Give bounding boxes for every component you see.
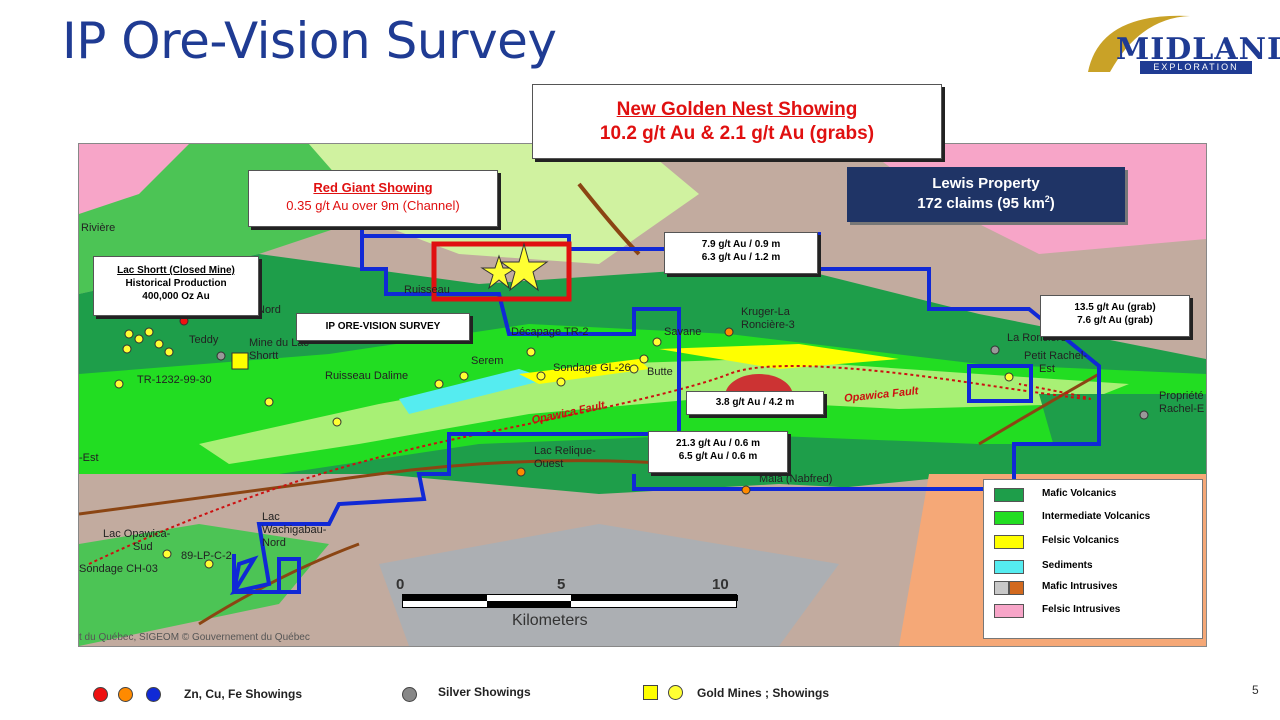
gold-showing-icon [668, 685, 683, 700]
label-ruisseau-dalime: Ruisseau Dalime [325, 370, 409, 382]
scale-tick-0: 0 [396, 576, 405, 593]
legend-swatch [994, 604, 1024, 618]
label-lac-relique: Lac Relique- [534, 445, 596, 457]
golden-nest-title: New Golden Nest Showing [616, 99, 858, 120]
blue-showing-icon [146, 687, 161, 702]
label-mala: Mala (Nabfred) [759, 473, 833, 485]
legend-swatch [994, 511, 1024, 525]
callout-lac-shortt: Lac Shortt (Closed Mine) Historical Prod… [93, 256, 259, 316]
midland-logo: MIDLAND EXPLORATION [1080, 6, 1280, 76]
label-tr: TR-1232-99-30 [137, 374, 212, 386]
label-serem: Serem [471, 355, 504, 367]
label-petit-rachel: Petit Rachel- [1024, 350, 1087, 362]
result-b-line2: 7.6 g/t Au (grab) [1077, 315, 1153, 326]
label-lac-opawica: Lac Opawica- [103, 528, 171, 540]
callout-ip-survey: IP ORE-VISION SURVEY [296, 313, 470, 341]
lac-shortt-line2: Historical Production [125, 278, 227, 289]
page-number: 5 [1252, 683, 1259, 697]
scale-unit: Kilometers [512, 612, 588, 629]
label-kruger: Kruger-La [741, 306, 790, 318]
result-a-line1: 7.9 g/t Au / 0.9 m [701, 239, 781, 250]
lewis-title: Lewis Property [932, 175, 1040, 192]
logo-sub: EXPLORATION [1140, 61, 1252, 74]
label-sud: Sud [133, 541, 153, 553]
label-butte: Butte [647, 366, 673, 378]
silver-showing-icon [402, 687, 417, 702]
map-legend: Mafic Volcanics Intermediate Volcanics F… [983, 479, 1203, 639]
legend-silver: Silver Showings [438, 685, 531, 699]
label-est-l: -Est [79, 452, 99, 464]
label-propriete: Propriété [1159, 390, 1204, 402]
result-d-line1: 21.3 g/t Au / 0.6 m [675, 438, 761, 449]
label-est-r: Est [1039, 363, 1055, 375]
legend-swatch [994, 560, 1024, 574]
logo-arc-icon [1088, 15, 1190, 72]
result-d-line2: 6.5 g/t Au / 0.6 m [678, 451, 758, 462]
legend-swatch [994, 488, 1024, 502]
callout-red-giant: Red Giant Showing 0.35 g/t Au over 9m (C… [248, 170, 498, 227]
callout-result-c: 3.8 g/t Au / 4.2 m [686, 391, 824, 415]
scale-bar-frame [402, 594, 738, 608]
result-a-line2: 6.3 g/t Au / 1.2 m [701, 252, 781, 263]
golden-nest-value: 10.2 g/t Au & 2.1 g/t Au (grabs) [599, 123, 875, 144]
label-shortt: Shortt [249, 350, 279, 362]
red-showing-icon [93, 687, 108, 702]
callout-lewis: Lewis Property 172 claims (95 km2) [847, 167, 1125, 222]
label-wach3: Nord [262, 537, 286, 549]
legend-swatch [994, 581, 1009, 595]
legend-swatch-2 [1009, 581, 1024, 595]
result-b-line1: 13.5 g/t Au (grab) [1074, 302, 1156, 313]
label-ruisseau: Ruisseau [404, 284, 450, 296]
label-nord: Nord [257, 304, 281, 316]
callout-golden-nest: New Golden Nest Showing 10.2 g/t Au & 2.… [532, 84, 942, 159]
gold-mine-icon [643, 685, 658, 700]
scale-bar: 0 5 10 Kilometers [396, 576, 738, 629]
red-giant-value: 0.35 g/t Au over 9m (Channel) [286, 198, 460, 213]
label-savane: Savane [664, 326, 702, 338]
lac-shortt-title: Lac Shortt (Closed Mine) [117, 265, 235, 276]
label-ronciere3: Roncière-3 [741, 319, 795, 331]
label-sondage-ch: Sondage CH-03 [79, 563, 158, 575]
scale-tick-5: 5 [557, 576, 566, 593]
label-teddy: Teddy [189, 334, 219, 346]
map-copyright: t du Québec, SIGEOM © Gouvernement du Qu… [79, 632, 310, 643]
label-lac-wach: Lac [262, 511, 280, 523]
red-giant-title: Red Giant Showing [313, 180, 433, 195]
label-mine-du-lac: Mine du Lac [249, 337, 309, 349]
lewis-value: 172 claims (95 km2) [917, 194, 1055, 212]
label-wach2: Wachigabau- [262, 524, 327, 536]
legend-swatch [994, 535, 1024, 549]
label-decapage: Décapage TR-2 [511, 326, 589, 338]
label-sondage-gl: Sondage GL-26 [553, 362, 631, 374]
scale-tick-10: 10 [712, 576, 729, 593]
slide-title: IP Ore-Vision Survey [62, 12, 557, 70]
label-89-lp: 89-LP-C-2 [181, 550, 232, 562]
legend-zn-cu-fe: Zn, Cu, Fe Showings [184, 687, 302, 701]
callout-result-d: 21.3 g/t Au / 0.6 m 6.5 g/t Au / 0.6 m [648, 431, 788, 473]
label-riviere: Rivière [81, 222, 116, 234]
label-rachel-e: Rachel-E [1159, 403, 1205, 415]
callout-result-b: 13.5 g/t Au (grab) 7.6 g/t Au (grab) [1040, 295, 1190, 337]
legend-gold: Gold Mines ; Showings [697, 686, 829, 700]
callout-result-a: 7.9 g/t Au / 0.9 m 6.3 g/t Au / 1.2 m [664, 232, 818, 274]
orange-showing-icon [118, 687, 133, 702]
label-ouest: Ouest [534, 458, 564, 470]
lac-shortt-line3: 400,000 Oz Au [142, 291, 210, 302]
